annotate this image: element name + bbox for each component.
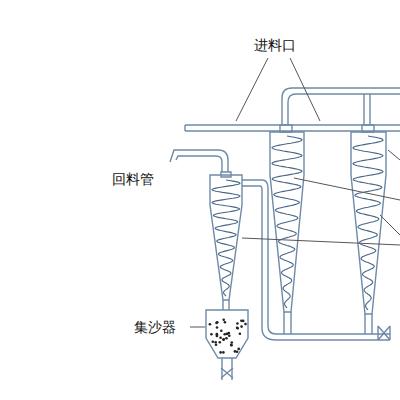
cyclone-cap — [280, 125, 292, 132]
sand-grain — [224, 321, 227, 324]
spiral-flow — [272, 136, 302, 308]
sand-grain — [222, 351, 225, 354]
sand-grain — [215, 322, 218, 325]
part-label: 进料口 — [252, 36, 298, 54]
sand-grain — [216, 334, 219, 337]
cyclone-outlet — [365, 314, 372, 334]
sand-grain — [219, 351, 222, 354]
sand-collector — [206, 310, 248, 358]
branch-pipe — [364, 94, 370, 125]
sand-grain — [230, 344, 233, 347]
sand-grain — [239, 333, 242, 336]
cyclone-outlet — [284, 312, 291, 334]
sand-grain — [228, 334, 231, 337]
return-pipe — [170, 150, 228, 172]
bottom-pipe — [242, 180, 390, 340]
sand-grain — [210, 333, 213, 336]
sand-grain — [223, 333, 226, 336]
part-label: 集沙器 — [132, 318, 178, 336]
sand-grain — [231, 341, 234, 344]
valve — [378, 326, 390, 340]
sand-grain — [236, 351, 239, 354]
leader-line — [242, 150, 400, 245]
sand-grain — [222, 318, 225, 321]
sand-grain — [214, 341, 217, 344]
sand-grain — [236, 327, 239, 330]
sand-grain — [212, 340, 215, 343]
sand-grain — [242, 320, 245, 323]
sand-grain — [236, 326, 239, 329]
sand-grain — [240, 325, 243, 328]
sand-grain — [215, 343, 218, 346]
sand-grain — [209, 323, 212, 326]
sand-grain — [222, 338, 225, 341]
feed-pipe — [185, 125, 400, 131]
spiral-flow — [212, 180, 240, 296]
sand-grain — [225, 337, 228, 340]
collector-valve — [221, 368, 233, 378]
collector-outlet — [222, 308, 232, 380]
sand-grain — [222, 338, 225, 341]
spiral-flow — [353, 136, 383, 310]
sand-grain — [220, 329, 223, 332]
cyclone-middle — [270, 132, 304, 312]
part-label: 回料管 — [110, 170, 156, 188]
leader-line — [190, 327, 205, 328]
sand-grain — [216, 326, 219, 329]
cyclone-cap — [221, 172, 231, 177]
leader-line — [236, 58, 320, 121]
sand-grain — [219, 341, 222, 344]
cyclone-cap — [362, 125, 374, 132]
upper-pipe — [282, 88, 400, 125]
sand-grain — [230, 344, 233, 347]
sand-grain — [219, 336, 222, 339]
sand-grain — [236, 322, 239, 325]
sand-grain — [237, 348, 240, 351]
sand-grain — [216, 333, 219, 336]
sand-grain — [234, 350, 237, 353]
cyclone-right — [351, 132, 386, 314]
sand-grain — [244, 323, 247, 326]
cyclone-outlet — [223, 300, 229, 308]
sand-grain — [216, 321, 219, 324]
cyclone-small — [210, 175, 242, 300]
sand-grain — [216, 335, 219, 338]
